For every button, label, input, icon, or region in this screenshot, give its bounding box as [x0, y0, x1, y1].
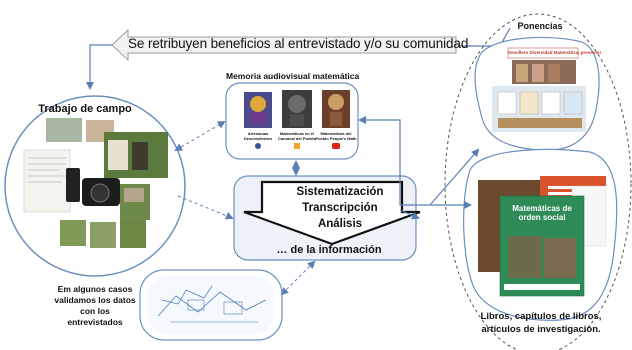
feedback-connector-left — [86, 44, 112, 90]
process-step-transcripcion: Transcripción — [302, 202, 378, 214]
ponencias-poster-title: Semillero Diversidad Matemática, present… — [508, 50, 602, 55]
trabajo-title: Trabajo de campo — [38, 103, 132, 115]
photo-stones — [124, 188, 144, 202]
photo-field-1 — [60, 220, 86, 246]
photo-group-meeting — [46, 118, 82, 142]
poster-banner — [507, 47, 579, 59]
connector-trabajo-memoria — [174, 120, 226, 152]
photo-field-3 — [120, 220, 146, 248]
photo-field-2 — [90, 222, 116, 248]
social-icon-orange — [294, 143, 300, 149]
banner-text: Se retribuyen beneficios al entrevistado… — [128, 36, 469, 51]
memoria-title: Memoria audiovisual matemática — [226, 71, 360, 81]
memoria-logo-label-3: Matemáticas del Pueblo People's Math — [315, 131, 357, 141]
facebook-icon — [255, 143, 261, 149]
process-footer: … de la información — [276, 244, 382, 256]
libros-caption-line2: artículos de investigación. — [481, 324, 601, 335]
ponencias-title: Ponencias — [517, 21, 563, 31]
book-cover-title: Matemáticas de orden social — [512, 204, 572, 222]
fieldwork-collage — [23, 118, 168, 248]
connector-process-validation — [280, 260, 316, 296]
process-down-arrow — [243, 180, 421, 246]
validation-sketch — [148, 276, 274, 334]
memoria-logos — [244, 90, 350, 149]
feedback-banner-arrow — [111, 28, 457, 62]
validation-caption: Em algunos casos validamos los datos con… — [54, 284, 136, 327]
youtube-icon — [332, 143, 340, 149]
ponencias-collage — [492, 47, 586, 132]
memoria-logo-label-2: Matemáticas en el Carnaval del Pueblo — [277, 131, 317, 141]
recorder-icon — [66, 168, 80, 202]
process-step-analisis: Análisis — [317, 218, 363, 230]
process-step-sistematizacion: Sistematización — [296, 186, 384, 198]
memoria-logo-label-1: Artesanías Descendientes — [243, 131, 273, 141]
outputs-ellipse — [444, 13, 632, 350]
photo-document — [23, 149, 71, 213]
connector-memoria-outputs — [358, 116, 430, 206]
connector-process-outputs — [399, 209, 420, 220]
connector-trabajo-process — [177, 195, 234, 220]
libros-caption-line1: Libros, capítulos de libros, — [480, 311, 602, 322]
connector-ponencias-outputs — [429, 148, 480, 206]
libros-collage — [478, 176, 607, 297]
process-steps: Sistematización Transcripción Análisis — [270, 184, 410, 232]
